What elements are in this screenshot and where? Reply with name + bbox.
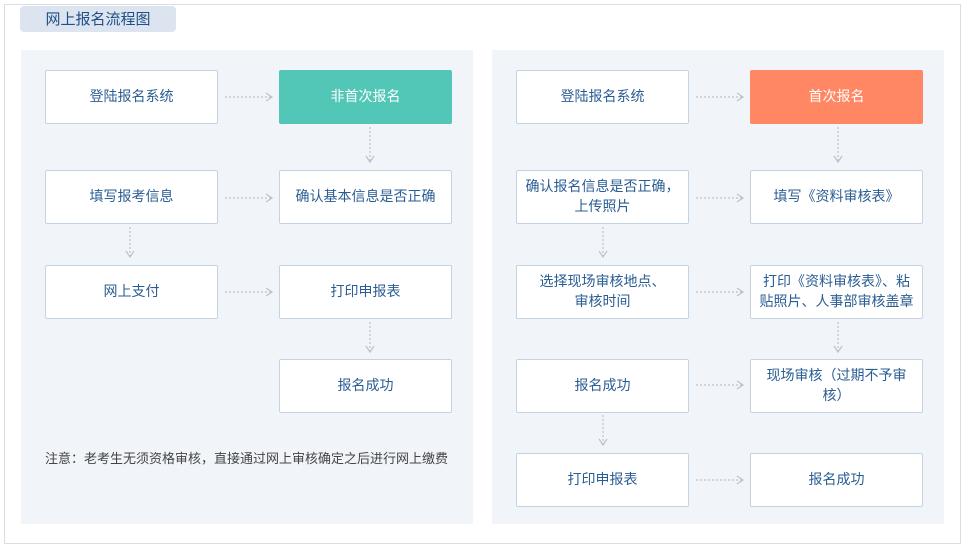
left-note: 注意：老考生无须资格审核，直接通过网上审核确定之后进行网上缴费 <box>45 452 449 467</box>
right-login-box: 登陆报名系统 <box>516 70 689 124</box>
right-onsite-review-box: 现场审核（过期不予审核） <box>750 359 923 413</box>
right-fill-review-form-box: 填写《资料审核表》 <box>750 170 923 224</box>
right-first-registration-box: 首次报名 <box>750 70 923 124</box>
right-confirm-line1: 确认报名信息是否正确， <box>525 179 680 195</box>
right-print-review-form-box: 打印《资料审核表》、粘贴照片、人事部审核盖章 <box>750 265 923 319</box>
left-confirm-info-box: 确认基本信息是否正确 <box>279 170 452 224</box>
right-print-form-box: 打印申报表 <box>516 453 689 507</box>
right-confirm-upload-box: 确认报名信息是否正确， 上传照片 <box>516 170 689 224</box>
right-confirm-line2: 上传照片 <box>574 199 631 215</box>
right-print-form-line1: 打印《资料审核表》、粘 <box>763 274 910 290</box>
right-select-line1: 选择现场审核地点、 <box>539 274 666 290</box>
left-print-form-box: 打印申报表 <box>279 265 452 319</box>
left-fill-info-box: 填写报考信息 <box>45 170 218 224</box>
right-success-box-1: 报名成功 <box>516 359 689 413</box>
right-success-box-2: 报名成功 <box>750 453 923 507</box>
left-non-first-registration-box: 非首次报名 <box>279 70 452 124</box>
left-online-payment-box: 网上支付 <box>45 265 218 319</box>
left-success-box: 报名成功 <box>279 359 452 413</box>
right-select-line2: 审核时间 <box>574 294 631 310</box>
left-login-box: 登陆报名系统 <box>45 70 218 124</box>
right-print-form-line2: 贴照片、人事部审核盖章 <box>759 294 914 310</box>
right-select-site-box: 选择现场审核地点、审核时间 <box>516 265 689 319</box>
page-title: 网上报名流程图 <box>20 6 176 32</box>
